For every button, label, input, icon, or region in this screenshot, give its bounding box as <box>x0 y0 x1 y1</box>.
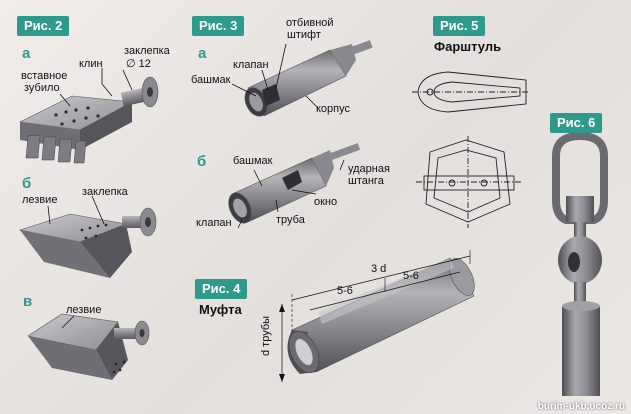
fig2v-chisel-drawing <box>27 313 150 380</box>
fig6-swivel-drawing <box>552 131 608 396</box>
fig4-coupling-drawing <box>279 250 475 382</box>
fig4-label: Рис. 4 <box>195 279 248 299</box>
fig2-label-klin: клин <box>79 58 103 70</box>
fig3-label-okno: окно <box>314 196 338 208</box>
fig2-label-zaklepka: заклепка <box>124 45 170 57</box>
fig3-label-udarnaya: ударная <box>348 163 390 175</box>
fig2-sub-a: а <box>22 45 31 62</box>
fig4-d-truby: d трубы <box>260 315 272 356</box>
fig3-label-klapan-a: клапан <box>233 59 269 71</box>
fig2-label: Рис. 2 <box>17 16 70 36</box>
fig3b-bailer-drawing <box>228 143 361 229</box>
fig2a-chisel-drawing <box>18 68 159 164</box>
fig2-label-lezvie-b: лезвие <box>22 194 58 206</box>
fig3-label-bashmak-b: башмак <box>233 155 273 167</box>
fig5-farshtul-drawing <box>412 71 530 228</box>
fig4-dim-3d: 3 d <box>371 263 387 275</box>
fig3a-bailer-drawing <box>231 40 373 117</box>
fig2-sub-v: в <box>23 293 33 310</box>
fig3-sub-a: а <box>198 45 207 62</box>
fig3-label: Рис. 3 <box>192 16 245 36</box>
fig2-sub-b: б <box>22 175 32 192</box>
fig2b-chisel-drawing <box>18 195 157 278</box>
fig3-label-korpus: корпус <box>316 103 351 115</box>
fig3-sub-b: б <box>197 153 207 170</box>
fig2-label-vstavnoe: вставное <box>21 70 68 82</box>
fig3-label-klapan-b: клапан <box>196 217 232 229</box>
fig4-title: Муфта <box>199 302 242 317</box>
fig4-dim-56-left: 5-6 <box>337 285 353 297</box>
watermark: burim-ukb.ucoz.ru <box>537 401 625 412</box>
fig5-title: Фарштуль <box>434 39 502 54</box>
fig2-label-zaklepka-b: заклепка <box>82 186 128 198</box>
fig3-label-shtift: штифт <box>287 29 321 41</box>
fig2-label-zubilo: зубило <box>24 82 60 94</box>
fig4-dim-56-right: 5-6 <box>403 270 419 282</box>
fig5-label: Рис. 5 <box>433 16 486 36</box>
fig6-label: Рис. 6 <box>550 113 603 133</box>
fig3-label-truba: труба <box>276 214 305 226</box>
fig2-label-d12: ∅ 12 <box>126 58 151 70</box>
fig3-label-otbivnoy: отбивной <box>286 17 334 29</box>
fig2-label-lezvie-v: лезвие <box>66 304 102 316</box>
fig3-label-shtanga: штанга <box>348 175 384 187</box>
fig3-label-bashmak-a: башмак <box>191 74 231 86</box>
